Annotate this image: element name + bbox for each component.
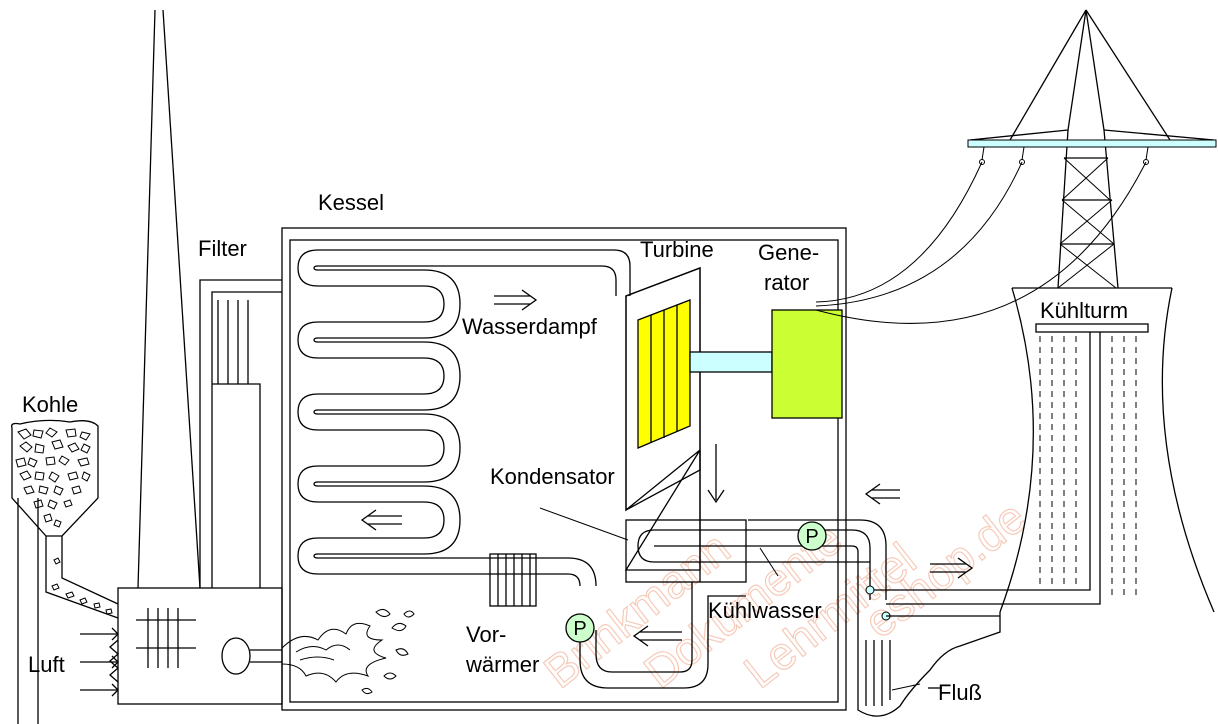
arrow-down-condenser [707,444,725,504]
label-kohle: Kohle [22,392,78,417]
power-pylon [967,9,1217,289]
arrow-return-left [360,509,402,531]
label-luft: Luft [28,652,65,677]
preheater [489,553,537,607]
flames [281,608,415,695]
filter [199,279,282,588]
arrow-coolingwater-in [864,483,900,505]
label-turbine: Turbine [640,237,714,262]
coal-on-chute [51,557,113,615]
cooling-tower [865,287,1215,621]
air-inlet [80,627,119,697]
pump-coolingwater: P [797,521,827,551]
pump-feedwater-label: P [573,618,586,640]
label-kessel: Kessel [318,190,384,215]
coal-chunks [15,427,91,528]
label-generator-1: Gene- [758,240,819,265]
cooling-tower-rain [1039,336,1137,600]
turbine-blades [637,299,691,449]
pump-feedwater: P [565,613,595,643]
generator [771,309,843,419]
leader-lines [539,507,921,691]
label-fluss: Fluß [938,680,982,705]
arrow-to-tower [930,557,974,579]
label-vorwaermer-1: Vor- [466,622,506,647]
power-lines [815,161,1147,324]
flow-arrows [360,289,974,647]
boiler-coil [297,249,631,587]
label-filter: Filter [198,236,247,261]
turbine [624,267,701,571]
boiler-housing [281,227,847,711]
label-kuehlwasser: Kühlwasser [708,598,822,623]
label-wasserdampf: Wasserdampf [462,314,598,339]
label-vorwaermer-2: wärmer [465,652,539,677]
arrow-steam [494,289,538,311]
label-kondensator: Kondensator [490,464,615,489]
pump-coolingwater-label: P [805,526,818,548]
furnace [117,587,283,705]
condenser [579,519,887,689]
shaft [689,351,773,373]
arrow-feedwater-left [632,625,682,647]
river [857,600,1001,717]
watermark: Brinkmann Dokumente Lehrmittel eshop.de [534,490,1036,699]
coal-hopper [11,419,119,724]
pylon-crossarm [967,139,1217,148]
chimney [137,9,201,589]
label-kuehlturm: Kühlturm [1040,298,1128,323]
label-generator-2: rator [764,270,809,295]
